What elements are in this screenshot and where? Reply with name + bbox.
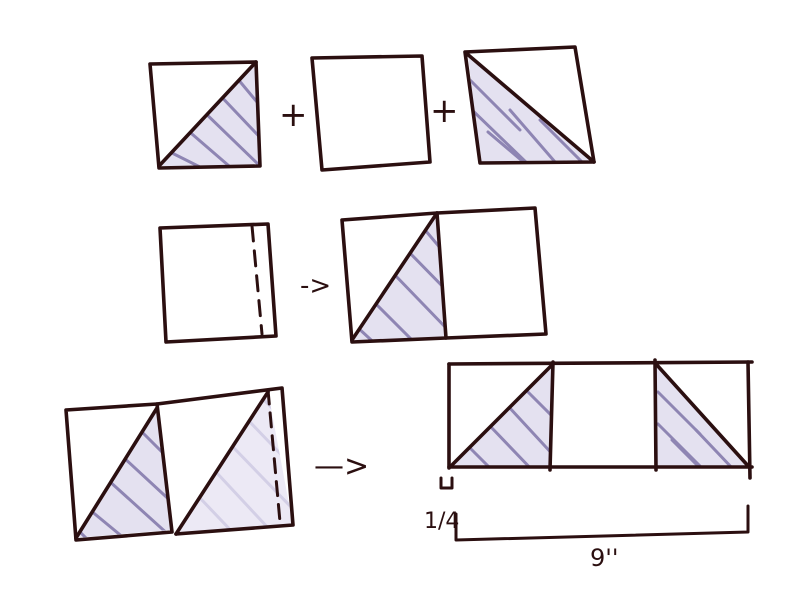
half-square-triangle-right — [463, 45, 596, 165]
hst-unit-right-light — [155, 386, 295, 536]
plain-square-top — [310, 54, 432, 172]
finished-strip — [447, 358, 754, 480]
half-square-triangle-left — [148, 60, 262, 170]
plus-sign-1: + — [279, 95, 308, 135]
hst-unit-left — [64, 402, 174, 542]
plus-sign-2: + — [430, 91, 459, 131]
arrow-1: -> — [300, 271, 331, 301]
hatching-h2 — [656, 390, 736, 468]
square-with-seam-line — [158, 222, 278, 344]
arrow-2: —> — [314, 449, 369, 484]
seam-allowance-label: 1/4 — [424, 509, 459, 534]
finished-width-label: 9'' — [590, 544, 618, 572]
joined-hst-and-square — [340, 206, 548, 344]
finished-width-bracket — [454, 504, 750, 542]
seam-allowance-bracket — [439, 476, 454, 490]
